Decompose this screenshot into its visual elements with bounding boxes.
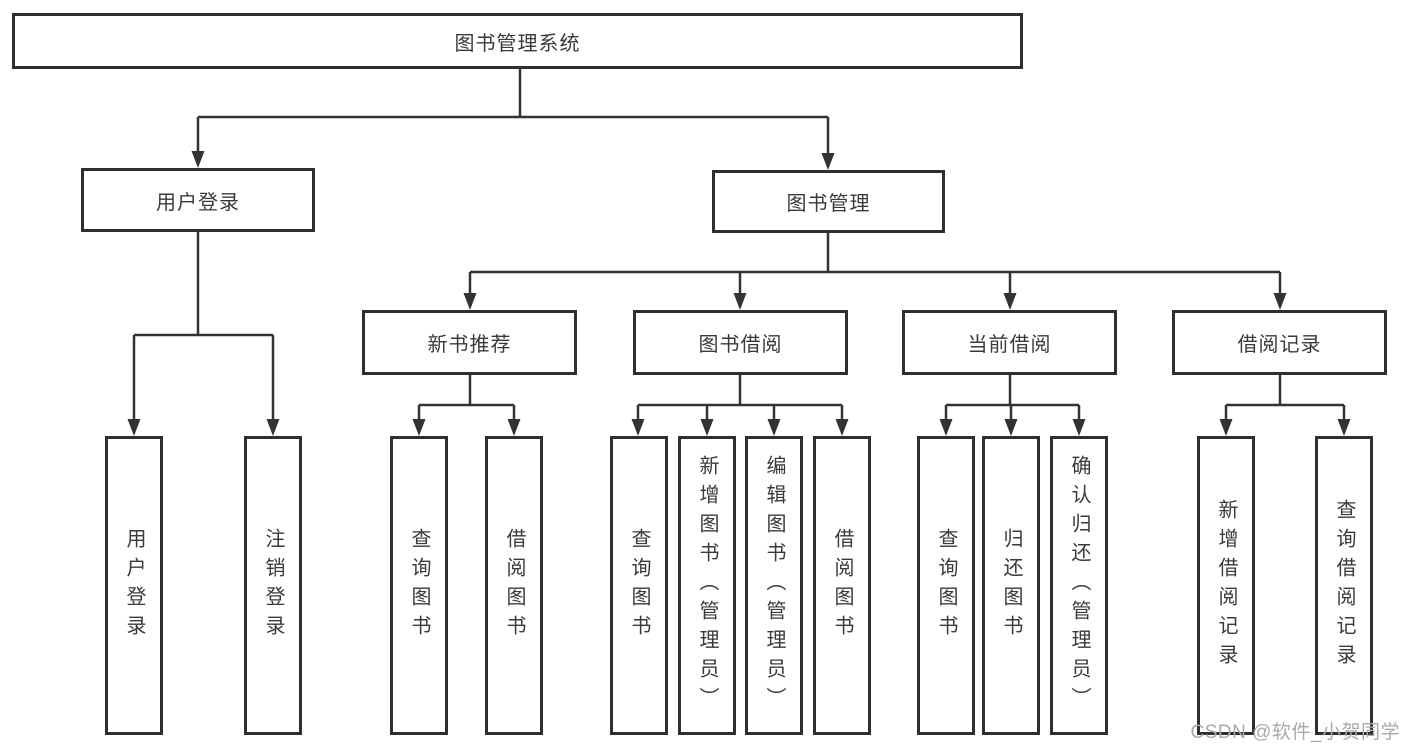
node-label: 用户登录	[123, 527, 145, 644]
node-user-login: 用户登录	[81, 168, 315, 232]
node-label: 借阅图书	[503, 527, 525, 644]
node-current-borrow: 当前借阅	[902, 310, 1117, 375]
node-borrow-records: 借阅记录	[1172, 310, 1387, 375]
node-label: 归还图书	[1000, 527, 1022, 644]
leaf-add-borrow-record: 新增借阅记录	[1197, 436, 1255, 735]
node-label: 编辑图书（管理员）	[763, 455, 785, 716]
node-new-book-recommend: 新书推荐	[362, 310, 577, 375]
leaf-edit-book-admin: 编辑图书（管理员）	[745, 436, 803, 735]
node-label: 确认归还（管理员）	[1068, 455, 1090, 716]
leaf-borrow-book: 借阅图书	[813, 436, 871, 735]
leaf-return-book: 归还图书	[982, 436, 1040, 735]
leaf-confirm-return-admin: 确认归还（管理员）	[1050, 436, 1108, 735]
node-label: 图书管理系统	[454, 32, 581, 55]
node-book-borrow: 图书借阅	[633, 310, 848, 375]
node-library-system: 图书管理系统	[12, 13, 1023, 69]
leaf-query-book-borrow: 查询图书	[610, 436, 668, 735]
node-label: 注销登录	[262, 527, 284, 644]
arrowheads	[127, 151, 1351, 436]
csdn-watermark: CSDN @软件_小贺同学	[1190, 722, 1400, 743]
node-label: 图书管理	[786, 193, 871, 215]
leaf-query-book-recommend: 查询图书	[390, 436, 448, 735]
node-label: 新增图书（管理员）	[696, 455, 718, 716]
node-label: 新书推荐	[427, 334, 512, 356]
leaf-query-book-current: 查询图书	[917, 436, 975, 735]
node-label: 查询图书	[408, 527, 430, 644]
node-label: 图书借阅	[698, 334, 783, 356]
leaf-logout: 注销登录	[244, 436, 302, 735]
node-label: 新增借阅记录	[1215, 498, 1237, 673]
node-book-management: 图书管理	[712, 170, 945, 233]
leaf-query-borrow-record: 查询借阅记录	[1315, 436, 1373, 735]
leaf-borrow-book-recommend: 借阅图书	[485, 436, 543, 735]
node-label: 查询借阅记录	[1333, 498, 1355, 673]
node-label: 查询图书	[628, 527, 650, 644]
node-label: 当前借阅	[967, 334, 1052, 356]
node-label: 借阅记录	[1237, 334, 1322, 356]
leaf-add-book-admin: 新增图书（管理员）	[678, 436, 736, 735]
leaf-user-login: 用户登录	[105, 436, 163, 735]
node-label: 用户登录	[156, 191, 240, 214]
node-label: 查询图书	[935, 527, 957, 644]
node-label: 借阅图书	[831, 527, 853, 644]
